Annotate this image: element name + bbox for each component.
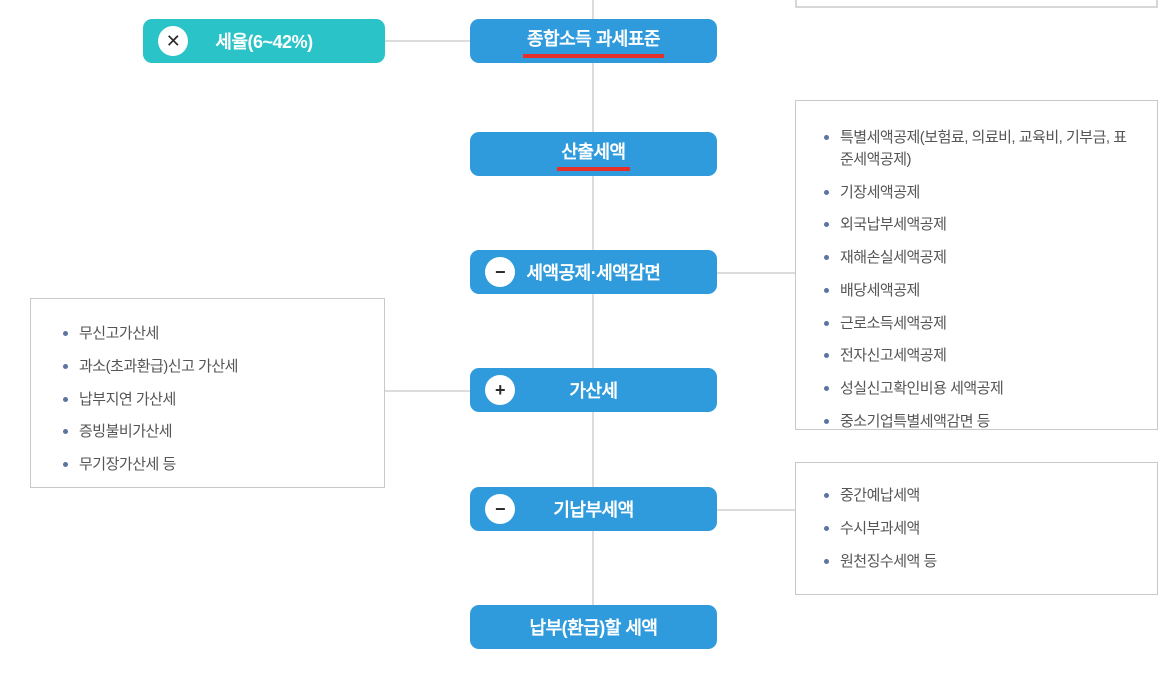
- list-item-text: 성실신고확인비용 세액공제: [840, 380, 1004, 397]
- bullet-icon: [63, 429, 68, 435]
- list-box-top-right-cutoff: [795, 0, 1158, 8]
- list-item: 무기장가산세 등: [61, 454, 364, 476]
- bullet-icon: [63, 331, 68, 336]
- list-item: 수시부과세액: [822, 518, 1139, 540]
- node-tax-credit-reduction-label: 세액공제·세액감면: [526, 263, 661, 283]
- prepaid-tax-list: 중간예납세액 수시부과세액 원천징수세액 등: [822, 485, 1139, 572]
- bullet-icon: [824, 493, 829, 498]
- bullet-icon: [63, 363, 68, 369]
- list-item: 재해손실세액공제: [822, 247, 1139, 269]
- list-item: 납부지연 가산세: [61, 389, 364, 411]
- node-calculated-tax-label: 산출세액: [557, 138, 630, 171]
- list-item-text: 외국납부세액공제: [840, 216, 947, 234]
- node-penalty-tax-label: 가산세: [569, 381, 618, 401]
- multiply-icon: ✕: [158, 26, 188, 56]
- list-item-text: 근로소득세액공제: [840, 314, 947, 332]
- tax-credit-list: 특별세액공제(보험료, 의료비, 교육비, 기부금, 표준세액공제) 기장세액공…: [822, 127, 1139, 433]
- node-tax-base: 종합소득 과세표준: [470, 19, 717, 63]
- node-tax-rate-label: 세율(6~42%): [215, 32, 313, 52]
- list-item: 무신고가산세: [61, 323, 364, 345]
- node-prepaid-tax: − 기납부세액: [470, 487, 717, 531]
- list-item: 과소(초과환급)신고 가산세: [61, 356, 364, 378]
- list-item-text: 수시부과세액: [840, 519, 920, 537]
- list-item-text: 전자신고세액공제: [840, 347, 947, 365]
- list-item: 근로소득세액공제: [822, 313, 1139, 335]
- node-prepaid-tax-label: 기납부세액: [553, 500, 634, 520]
- list-item-text: 중간예납세액: [840, 487, 920, 504]
- list-item: 중소기업특별세액감면 등: [822, 411, 1139, 433]
- list-item-text: 재해손실세액공제: [840, 249, 947, 266]
- bullet-icon: [824, 135, 829, 140]
- penalty-tax-list: 무신고가산세 과소(초과환급)신고 가산세 납부지연 가산세 증빙불비가산세 무…: [61, 323, 364, 476]
- bullet-icon: [824, 287, 829, 293]
- bullet-icon: [824, 558, 829, 564]
- list-item: 중간예납세액: [822, 485, 1139, 507]
- list-item: 원천징수세액 등: [822, 551, 1139, 573]
- list-item-text: 원천징수세액 등: [840, 552, 937, 570]
- bullet-icon: [824, 386, 829, 391]
- list-item-text: 특별세액공제(보험료, 의료비, 교육비, 기부금, 표준세액공제): [840, 129, 1127, 168]
- node-penalty-tax: + 가산세: [470, 368, 717, 412]
- connector-credit-to-list: [717, 272, 795, 274]
- bullet-icon: [824, 255, 829, 260]
- list-item-text: 무신고가산세: [79, 325, 159, 342]
- bullet-icon: [824, 418, 829, 424]
- bullet-icon: [824, 222, 829, 228]
- bullet-icon: [824, 525, 829, 531]
- list-box-tax-credits: 특별세액공제(보험료, 의료비, 교육비, 기부금, 표준세액공제) 기장세액공…: [795, 100, 1158, 430]
- node-tax-rate: ✕ 세율(6~42%): [143, 19, 385, 63]
- node-calculated-tax: 산출세액: [470, 132, 717, 176]
- list-item-text: 납부지연 가산세: [79, 390, 176, 408]
- connector-penalty-to-list: [385, 390, 470, 392]
- bullet-icon: [824, 189, 829, 195]
- list-item-text: 무기장가산세 등: [79, 456, 176, 473]
- bullet-icon: [824, 320, 829, 326]
- list-item-text: 증빙불비가산세: [79, 423, 173, 441]
- minus-icon: −: [485, 257, 515, 287]
- list-item: 성실신고확인비용 세액공제: [822, 378, 1139, 400]
- list-item-text: 과소(초과환급)신고 가산세: [79, 357, 238, 375]
- plus-icon: +: [485, 375, 515, 405]
- node-final-tax-due: 납부(환급)할 세액: [470, 605, 717, 649]
- list-item: 외국납부세액공제: [822, 214, 1139, 236]
- node-tax-base-label: 종합소득 과세표준: [523, 25, 664, 58]
- list-item: 배당세액공제: [822, 280, 1139, 302]
- flow-connector-vertical: [592, 0, 594, 607]
- list-item-text: 배당세액공제: [840, 281, 920, 299]
- list-box-prepaid-taxes: 중간예납세액 수시부과세액 원천징수세액 등: [795, 462, 1158, 595]
- list-item-text: 기장세액공제: [840, 183, 920, 201]
- bullet-icon: [63, 462, 68, 467]
- bullet-icon: [63, 396, 68, 402]
- list-item: 기장세액공제: [822, 182, 1139, 204]
- minus-icon: −: [485, 494, 515, 524]
- list-item: 전자신고세액공제: [822, 345, 1139, 367]
- list-item: 증빙불비가산세: [61, 421, 364, 443]
- connector-prepaid-to-list: [717, 509, 795, 511]
- connector-rate-to-base: [385, 40, 470, 42]
- node-tax-credit-reduction: − 세액공제·세액감면: [470, 250, 717, 294]
- bullet-icon: [824, 353, 829, 359]
- list-item-text: 중소기업특별세액감면 등: [840, 412, 990, 430]
- node-final-tax-due-label: 납부(환급)할 세액: [529, 618, 658, 638]
- list-box-penalty-taxes: 무신고가산세 과소(초과환급)신고 가산세 납부지연 가산세 증빙불비가산세 무…: [30, 298, 385, 488]
- list-item: 특별세액공제(보험료, 의료비, 교육비, 기부금, 표준세액공제): [822, 127, 1139, 171]
